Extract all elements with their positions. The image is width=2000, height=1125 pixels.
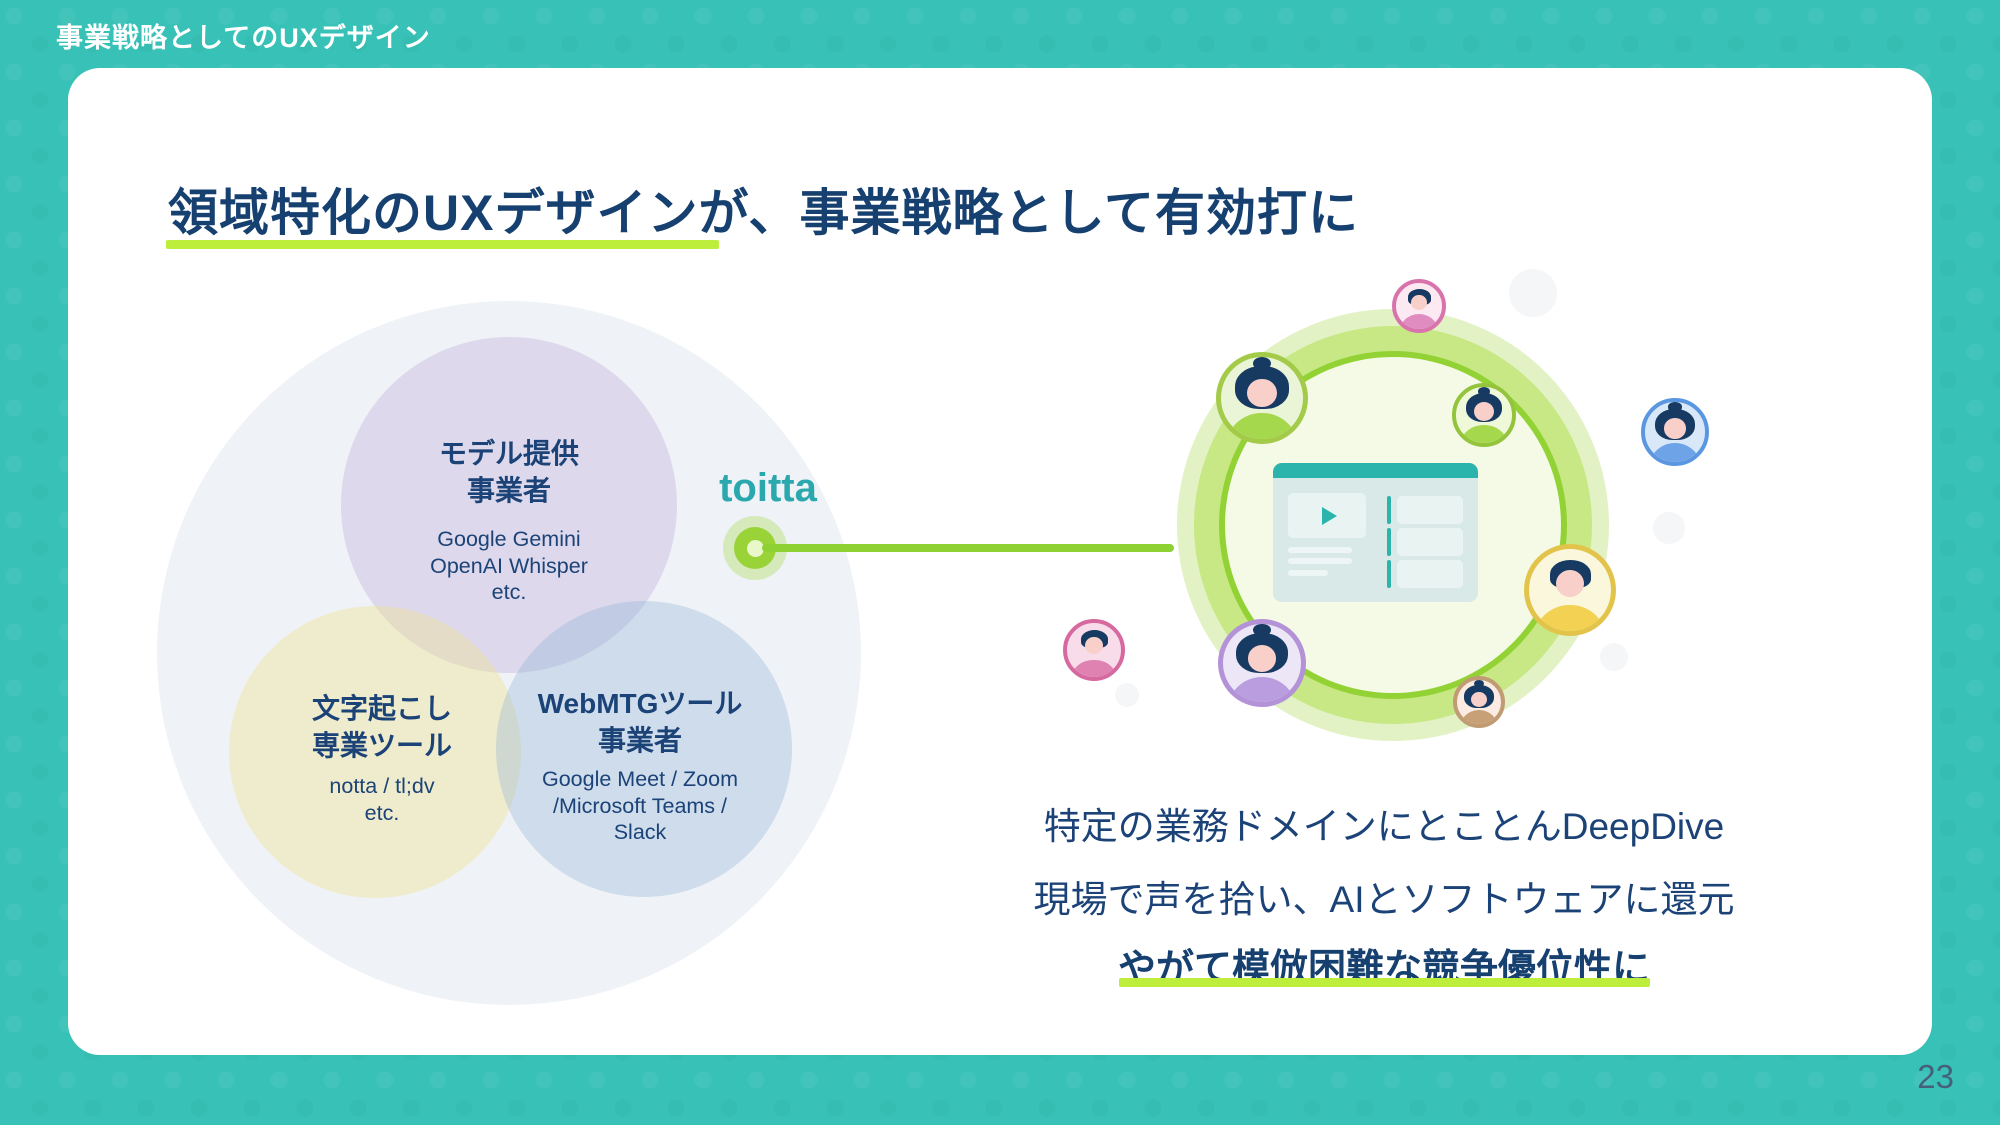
user-avatar-blue [1641,398,1709,466]
venn-circle-model-providers [341,337,677,673]
message-underline [1119,978,1650,987]
venn-circle-transcription-tools [229,606,521,898]
message-line-1: 特定の業務ドメインにとことんDeepDive [1043,806,1725,847]
user-avatar-pink [1392,279,1446,333]
venn-label-transcription-tools: 文字起こし 専業ツール [311,693,452,761]
user-avatar-brown [1453,676,1505,728]
text-line-placeholder [1288,558,1352,564]
connector-line [762,544,1174,552]
slide-card: 領域特化のUXデザインが、事業戦略として有効打に モデル提供 事業者 Googl… [68,68,1932,1055]
venn-label-webmtg-providers: WebMTGツール 事業者 [537,688,743,756]
venn-backdrop-circle [157,301,861,1005]
text-line-placeholder [1288,547,1352,553]
user-avatar-green-small [1452,383,1516,447]
list-marker [1387,496,1391,524]
text-line-placeholder [1288,570,1328,576]
venn-examples-webmtg-providers: Google Meet / Zoom /Microsoft Teams / Sl… [542,767,738,845]
list-marker [1387,560,1391,588]
decor-dot [1600,643,1628,671]
app-titlebar [1273,463,1478,478]
meeting-app-window [1273,463,1478,602]
toitta-logo: toitta [719,466,817,510]
page-title: 領域特化のUXデザインが、事業戦略として有効打に [168,185,1359,241]
play-icon [1321,506,1337,525]
list-item-placeholder [1397,560,1463,588]
venn-examples-model-providers: Google Gemini OpenAI Whisper etc. [430,527,588,605]
decor-dot [1653,512,1685,544]
user-avatar-yellow [1524,544,1616,636]
venn-label-model-providers: モデル提供 事業者 [438,438,579,506]
user-avatar-green-large [1216,352,1308,444]
video-panel [1288,493,1366,538]
user-avatar-magenta [1063,619,1125,681]
slide-header-title: 事業戦略としてのUXデザイン [56,23,431,53]
list-item-placeholder [1397,496,1463,524]
title-underline [166,240,719,249]
venn-circle-webmtg-providers [496,601,792,897]
decor-dot [1115,683,1139,707]
venn-examples-transcription-tools: notta / tl;dv etc. [329,774,435,825]
list-item-placeholder [1397,528,1463,556]
page-number: 23 [1917,1058,1954,1095]
message-line-2: 現場で声を拾い、AIとソフトウェアに還元 [1033,879,1735,920]
decor-dot [1509,269,1557,317]
toitta-node-core [746,539,764,557]
user-avatar-purple [1218,619,1306,707]
list-marker [1387,528,1391,556]
